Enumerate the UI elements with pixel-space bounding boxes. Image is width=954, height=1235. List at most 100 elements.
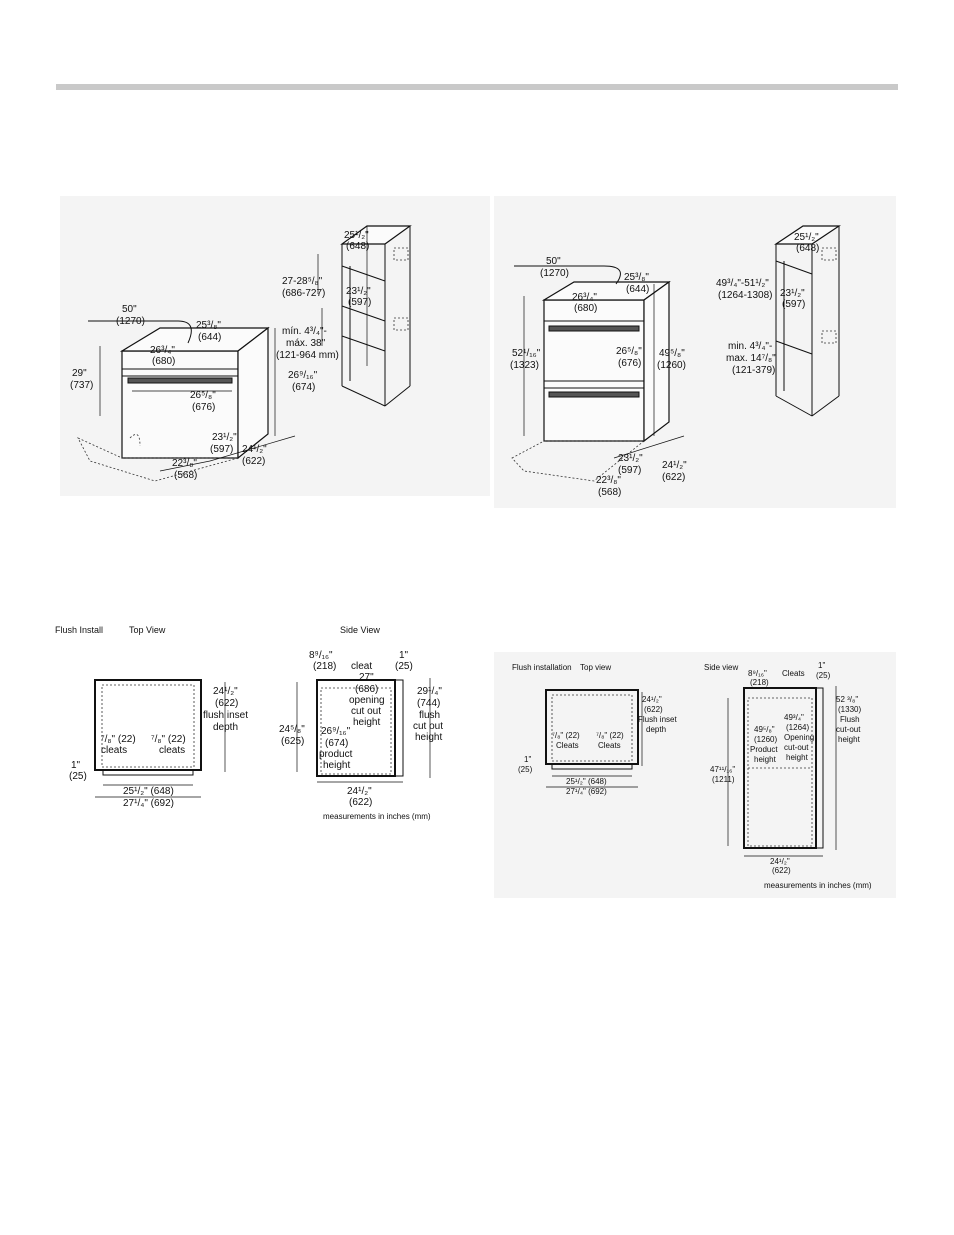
single-cab-h-mm: (686-727) (282, 288, 325, 299)
fs-side-g-in: 24¹/₂" (347, 786, 372, 797)
fd-side-e-in: 49⁵/₈" (754, 725, 775, 734)
fs-note: measurements in inches (mm) (323, 812, 431, 821)
double-depth-mm: (1270) (540, 268, 569, 279)
single-oven-body (119, 326, 270, 460)
double-w1-in: 26³/₄" (572, 292, 597, 303)
fs-top-depth-in: 24¹/₂" (213, 686, 238, 697)
double-cab-o-mm: (597) (782, 299, 805, 310)
double-c1-in: 23¹/₂" (618, 453, 643, 464)
single-h2-in: 26⁹/₁₆" (288, 370, 318, 381)
double-cab-h-mm: (1264-1308) (718, 290, 772, 301)
single-cab-w-in: 25¹/₂" (344, 230, 369, 241)
fs-side-d-in: 29¹/₄" (417, 686, 442, 697)
single-w2-in: 26⁵/₈" (190, 390, 216, 401)
single-cab-min1: mín. 4³/₄"- (282, 326, 327, 337)
single-cab-min3: (121-964 mm) (276, 350, 339, 361)
single-c1-mm: (597) (210, 444, 233, 455)
single-w1-mm: (680) (152, 356, 175, 367)
fs-top-w2: 27¹/₄" (692) (123, 798, 174, 809)
flush-double-diagram: Flush installation Top view Side view 24… (494, 652, 896, 898)
double-c2-in: 24¹/₂" (662, 460, 687, 471)
fs-top-cleat-r2: cleats (159, 745, 185, 756)
single-d1-in: 25³/₈" (196, 320, 221, 331)
flush-single-diagram: Flush Install Top View Side View 24¹/₂" … (55, 622, 475, 827)
single-w1-in: 26³/₄" (150, 345, 175, 356)
single-c2-mm: (622) (242, 456, 265, 467)
fs-top-depth-t2: depth (213, 722, 238, 733)
flush-double-label: Flush installation (512, 663, 572, 672)
single-w2-mm: (676) (192, 402, 215, 413)
fs-side-d-t2: cut out (413, 721, 443, 732)
fd-top-w1: 25¹/₂" (648) (566, 777, 607, 786)
fd-top-cleat-r2: Cleats (598, 741, 621, 750)
fd-top-cleat-r: ⁷/₈" (22) (596, 731, 624, 740)
fd-top-one-mm: (25) (518, 765, 533, 774)
double-cab-w-in: 25¹/₂" (794, 232, 819, 243)
double-c1-mm: (597) (618, 465, 641, 476)
fd-side-b-mm: (25) (816, 671, 831, 680)
single-c2-in: 24¹/₂" (242, 444, 267, 455)
single-depth-in: 50" (122, 304, 137, 315)
fs-side-b-mm: (25) (395, 661, 413, 672)
double-cab-w-mm: (648) (796, 243, 819, 254)
fs-top-cleat-r: ⁷/₈" (22) (151, 734, 186, 745)
fd-top-cleat-l2: Cleats (556, 741, 579, 750)
fd-top-depth-t1: Flush inset (638, 715, 677, 724)
double-c3-mm: (568) (598, 487, 621, 498)
fs-side-e-mm: (625) (281, 736, 304, 747)
fs-side-f-t2: height (323, 760, 350, 771)
flush-double-top-label: Top view (580, 663, 611, 672)
fs-side-c-in: 27" (359, 672, 374, 683)
fs-side-d-t3: height (415, 732, 442, 743)
fs-side-c-t3: height (353, 717, 380, 728)
fd-top-one-in: 1" (524, 755, 531, 764)
double-cab-o-in: 23¹/₂" (780, 288, 805, 299)
fs-side-d-mm: (744) (417, 698, 440, 709)
fd-top-w2: 27¹/₄" (692) (566, 787, 607, 796)
fd-side-cleats: Cleats (782, 669, 805, 678)
fs-side-a-in: 8⁹/₁₆" (309, 650, 333, 661)
single-cab-w-mm: (648) (346, 241, 369, 252)
fd-side-d-mm: (1264) (786, 723, 809, 732)
single-cab-min2: máx. 38" (286, 338, 326, 349)
single-depth-mm: (1270) (116, 316, 145, 327)
single-c3-in: 22³/₈" (172, 458, 197, 469)
single-d1-mm: (644) (198, 332, 221, 343)
fs-top-cleat-l: ⁷/₈" (22) (101, 734, 136, 745)
single-c1-in: 23¹/₂" (212, 432, 237, 443)
fd-side-c-t2: cut-out (836, 725, 861, 734)
single-h2-mm: (674) (292, 382, 315, 393)
double-depth-in: 50" (546, 256, 561, 267)
double-oven-body (541, 280, 671, 443)
single-cab-o-in: 23¹/₂" (346, 286, 371, 297)
flush-single-top-label: Top View (129, 625, 166, 635)
fs-side-g-mm: (622) (349, 797, 372, 808)
double-h2-mm: (1260) (657, 360, 686, 371)
fd-side-d-t2: cut-out (784, 743, 809, 752)
flush-double-side-label: Side view (704, 663, 738, 672)
fd-side-c-in: 52 ³/₈" (836, 695, 858, 704)
double-c2-mm: (622) (662, 472, 685, 483)
fd-side-e-mm: (1260) (754, 735, 777, 744)
fs-side-f-in: 26⁹/₁₆" (321, 726, 351, 737)
fd-side-f-mm: (1211) (712, 775, 735, 784)
fd-side-c-mm: (1330) (838, 705, 861, 714)
fs-side-cleat: cleat (351, 661, 372, 672)
double-c3-in: 22³/₈" (596, 475, 621, 486)
fs-side-f-mm: (674) (325, 738, 348, 749)
fs-side-a-mm: (218) (313, 661, 336, 672)
fd-side-d-in: 49³/₄" (784, 713, 804, 722)
single-h-in: 29" (72, 368, 87, 379)
fd-side-a-in: 8⁹/₁₆" (748, 669, 767, 678)
fd-note: measurements in inches (mm) (764, 881, 872, 890)
single-cab-o-mm: (597) (348, 297, 371, 308)
flush-single-top-view (94, 679, 226, 798)
double-cab-h-in: 49³/₄"-51¹/₂" (716, 278, 769, 289)
fd-side-b-in: 1" (818, 661, 825, 670)
fd-top-cleat-l: ⁷/₈" (22) (552, 731, 580, 740)
fd-top-depth-in: 24¹/₂" (642, 695, 662, 704)
double-cab-min3: (121-379) (732, 365, 775, 376)
flush-single-side-label: Side View (340, 625, 380, 635)
double-h2-in: 49⁵/₈" (659, 348, 685, 359)
fd-side-a-mm: (218) (750, 678, 769, 687)
